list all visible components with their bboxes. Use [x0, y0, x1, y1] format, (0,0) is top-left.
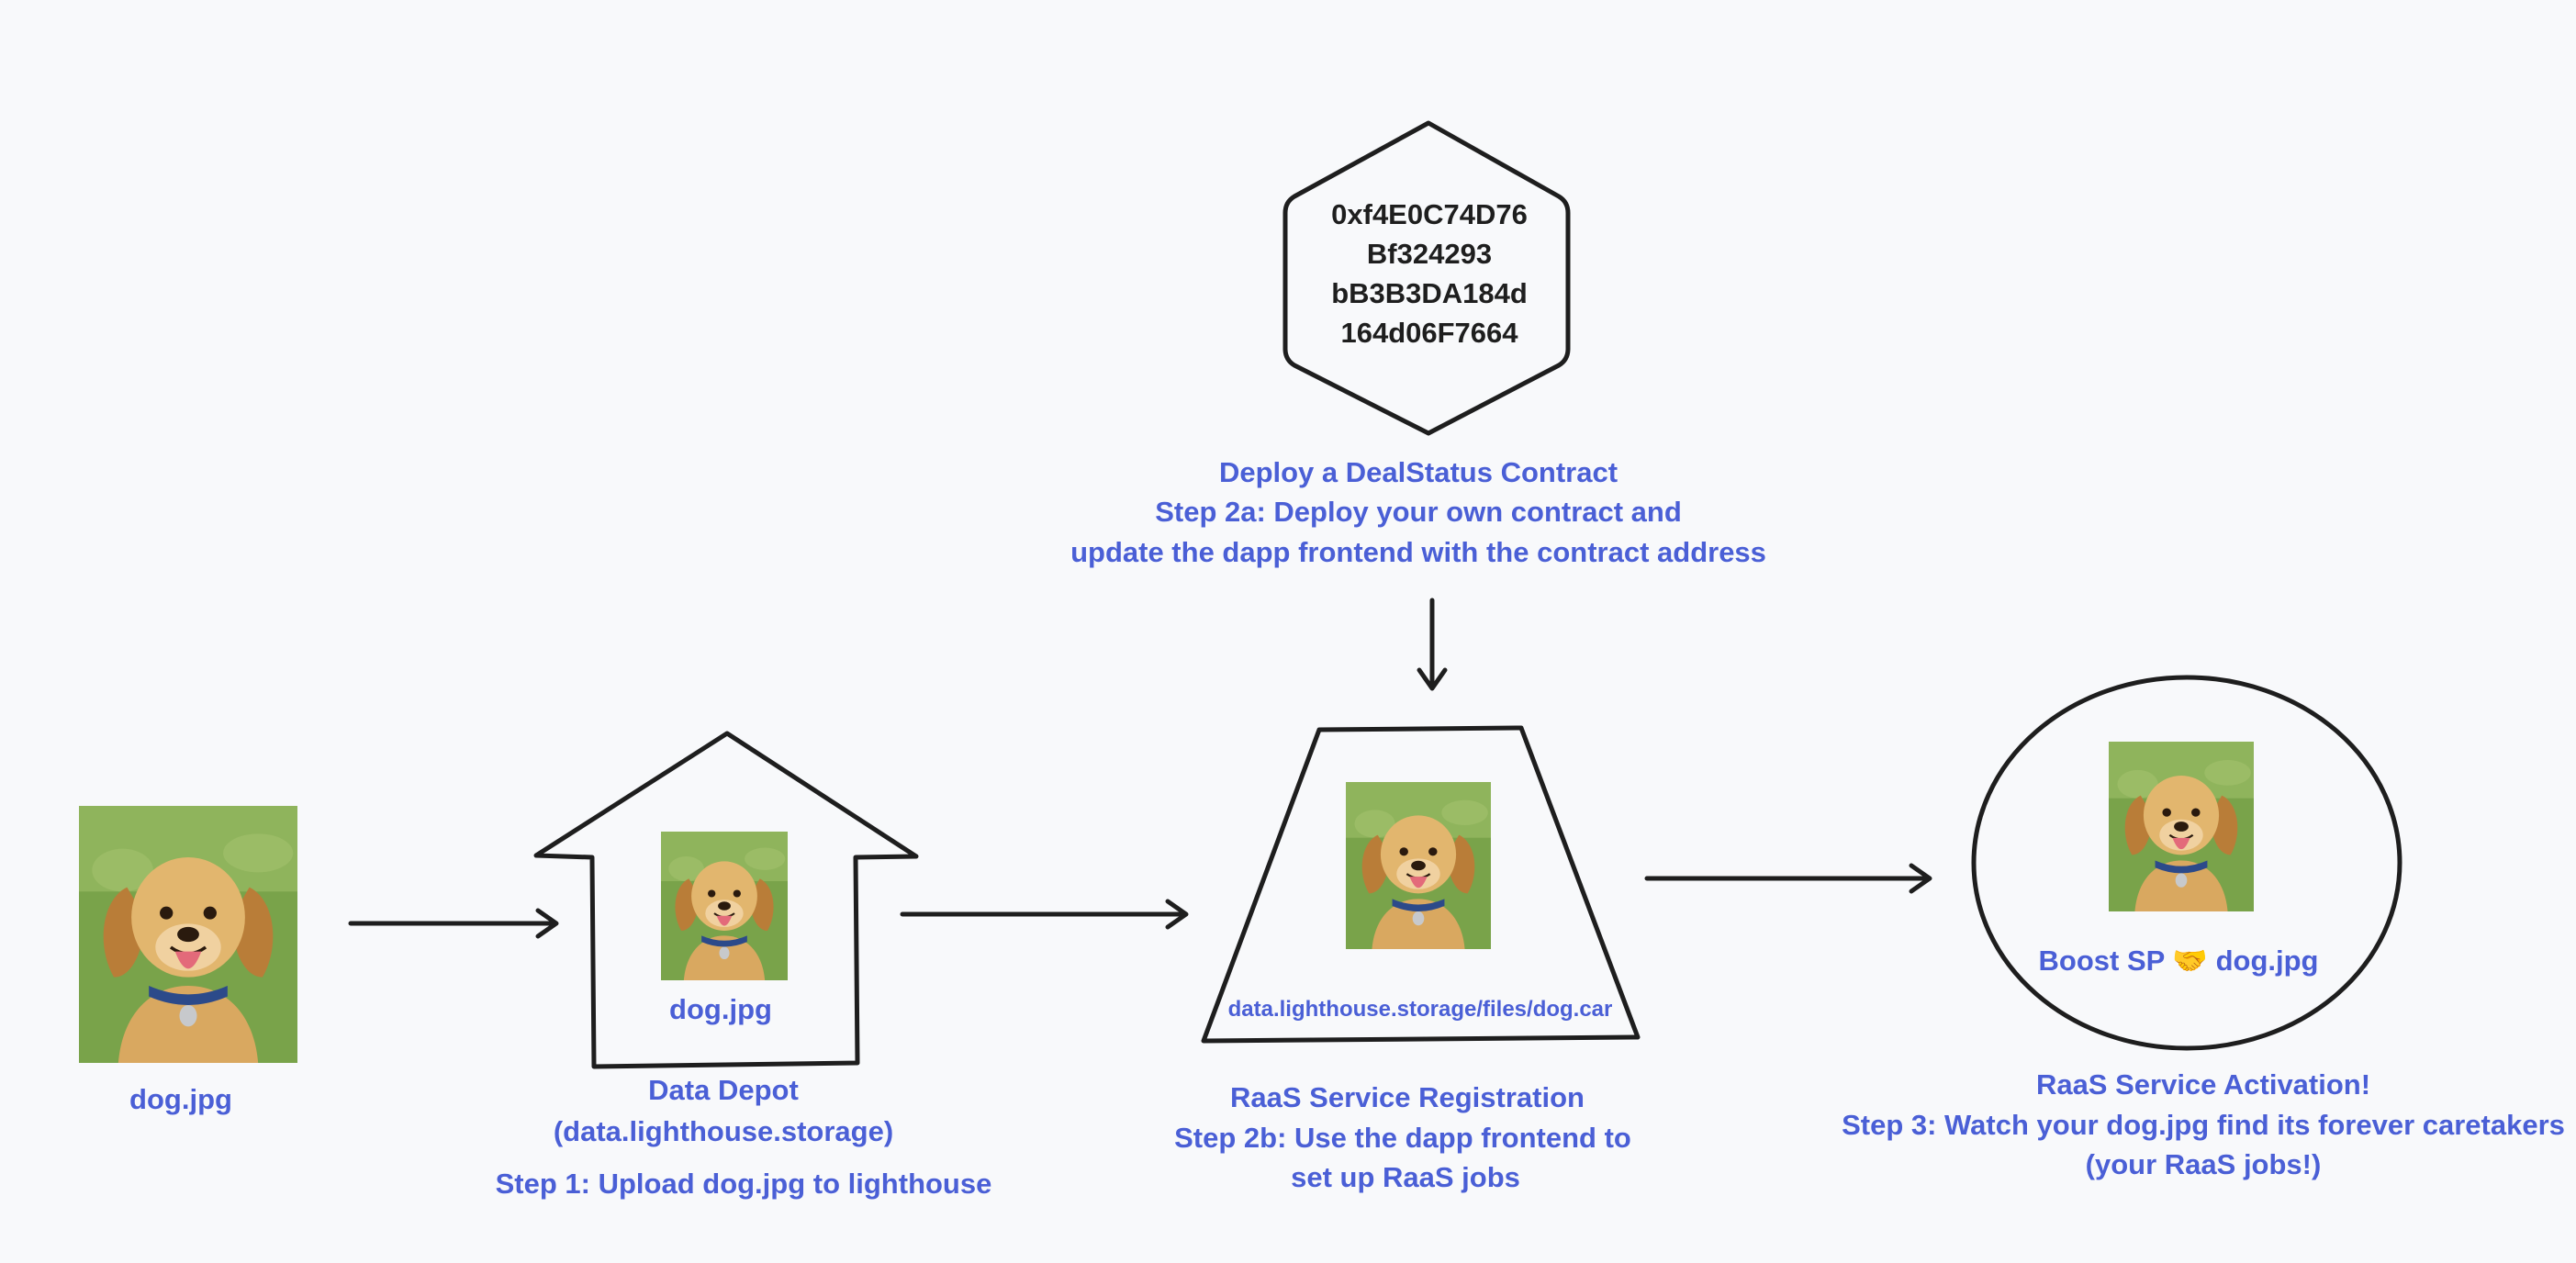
step-2b-line-2: set up RaaS jobs	[1291, 1161, 1520, 1193]
raas-activation-title: RaaS Service Activation!	[2036, 1068, 2370, 1101]
data-depot-dog-image	[661, 832, 788, 980]
step-2a-line-1: Step 2a: Deploy your own contract and	[1155, 496, 1682, 528]
step-1-text: Step 1: Upload dog.jpg to lighthouse	[496, 1168, 992, 1200]
raas-registration-title: RaaS Service Registration	[1230, 1081, 1585, 1113]
data-depot-subtitle: (data.lighthouse.storage)	[554, 1115, 893, 1147]
data-depot-house-shape	[533, 731, 919, 1069]
arrow-to-data-depot	[348, 908, 559, 939]
step-3-line-2: (your RaaS jobs!)	[2086, 1148, 2322, 1180]
raas-registration-file-url: data.lighthouse.storage/files/dog.car	[1228, 997, 1613, 1022]
contract-address-line-2: Bf324293	[1367, 238, 1492, 270]
step-2a-line-2: update the dapp frontend with the contra…	[1070, 536, 1766, 568]
data-depot-file-label: dog.jpg	[669, 993, 772, 1025]
raas-registration-dog-image	[1346, 782, 1491, 949]
arrow-to-raas-activation	[1644, 863, 1932, 894]
step-3-line-1: Step 3: Watch your dog.jpg find its fore…	[1842, 1109, 2565, 1141]
dog-image-caption: dog.jpg	[129, 1083, 232, 1115]
data-depot-title: Data Depot	[648, 1074, 799, 1106]
contract-title: Deploy a DealStatus Contract	[1219, 456, 1618, 488]
dog-image-source	[79, 806, 297, 1063]
raas-activation-ellipse-shape	[1971, 675, 2402, 1051]
raas-activation-dog-image	[2109, 742, 2254, 911]
contract-address-line-1: 0xf4E0C74D76	[1331, 198, 1528, 230]
contract-address-line-3: bB3B3DA184d	[1331, 277, 1528, 309]
contract-address-line-4: 164d06F7664	[1340, 317, 1518, 349]
raas-registration-trapezoid-shape	[1201, 725, 1641, 1044]
contract-hexagon-shape	[1282, 120, 1571, 436]
arrow-to-raas-registration	[900, 899, 1189, 930]
arrow-to-raas-registration-from-contract	[1417, 598, 1448, 691]
step-2b-line-1: Step 2b: Use the dapp frontend to	[1174, 1122, 1631, 1154]
raas-activation-label: Boost SP 🤝 dog.jpg	[2039, 944, 2319, 977]
